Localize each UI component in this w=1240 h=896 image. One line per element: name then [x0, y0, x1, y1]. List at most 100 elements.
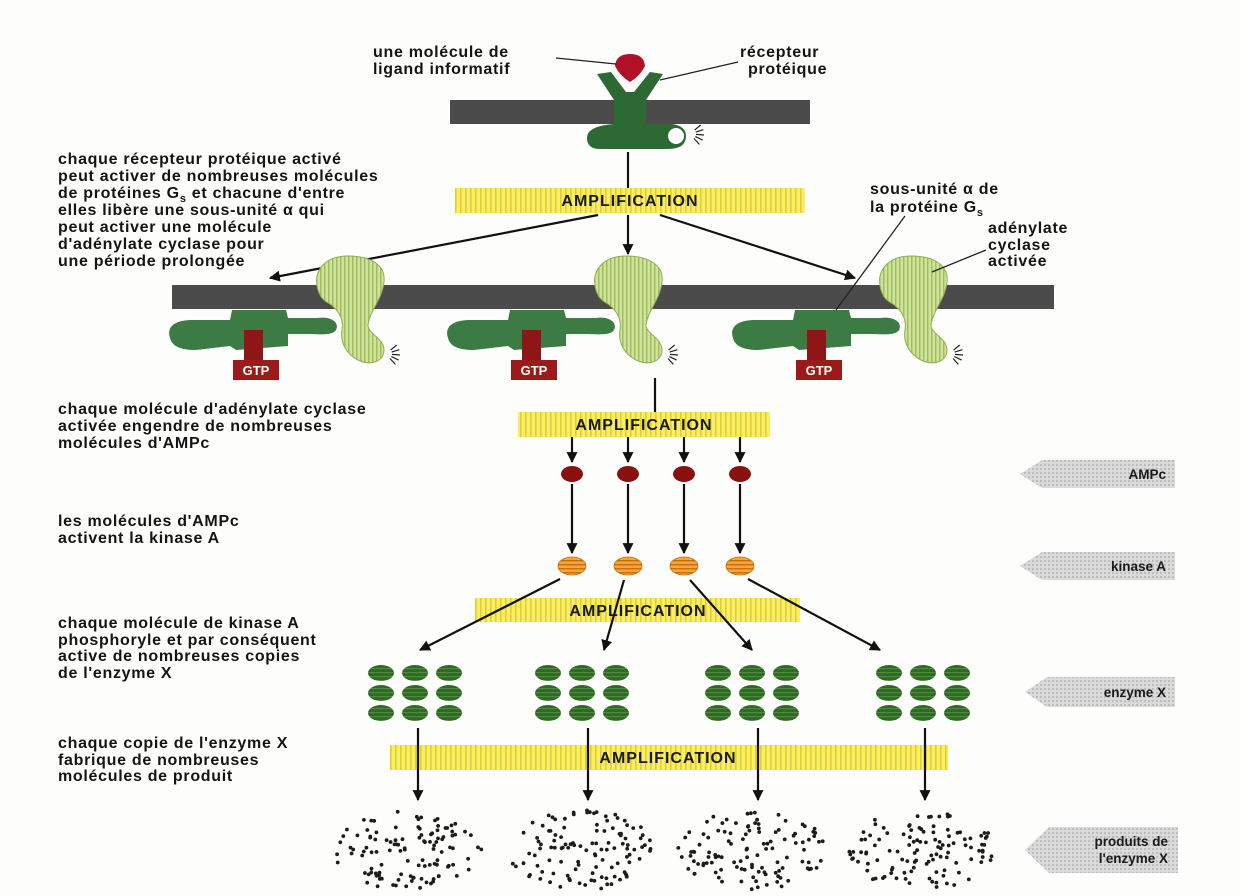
product-molecule	[612, 846, 617, 850]
product-molecule	[584, 848, 589, 853]
product-cloud	[335, 809, 484, 890]
product-molecule	[431, 847, 436, 851]
activation-ray	[695, 129, 704, 133]
product-molecule	[627, 860, 632, 865]
product-molecule	[398, 849, 403, 853]
product-molecule	[776, 812, 781, 817]
product-molecule	[934, 870, 939, 874]
step-2-line: chaque molécule d'adénylate cyclase	[58, 401, 366, 418]
product-molecule	[763, 872, 768, 877]
side-label-ampc-text: AMPc	[1128, 467, 1166, 482]
product-molecule	[435, 858, 440, 863]
product-molecule	[348, 845, 353, 850]
amplification-banner-2: AMPLIFICATION	[518, 412, 770, 437]
product-molecule	[588, 810, 592, 814]
product-molecule	[594, 865, 598, 869]
enzyme-x-molecule	[705, 665, 731, 681]
step-3-line: les molécules d'AMPc	[58, 513, 239, 530]
product-molecule	[436, 836, 440, 841]
enzyme-x-molecule	[603, 705, 629, 721]
product-molecule	[859, 837, 864, 842]
product-molecule	[944, 855, 949, 860]
product-molecule	[394, 883, 398, 888]
product-molecule	[625, 823, 629, 827]
product-molecule	[905, 859, 910, 863]
product-molecule	[445, 826, 450, 830]
product-molecule	[755, 885, 760, 890]
amplification-banner-1: AMPLIFICATION	[455, 188, 805, 213]
activation-ray	[391, 356, 399, 361]
product-molecule	[510, 861, 515, 866]
product-molecule	[391, 883, 395, 887]
product-molecule	[528, 873, 532, 877]
product-molecule	[806, 860, 811, 865]
product-molecule	[417, 835, 422, 840]
activation-ray	[952, 358, 959, 365]
product-molecule	[871, 877, 875, 882]
step-4-line: active de nombreuses copies	[58, 648, 300, 665]
product-molecule	[946, 850, 950, 855]
product-molecule	[625, 843, 630, 847]
product-molecule	[927, 876, 932, 881]
product-molecule	[610, 826, 615, 830]
product-molecule	[538, 877, 543, 881]
kinase-a-molecule	[669, 556, 699, 576]
product-molecule	[917, 826, 922, 830]
product-molecule	[750, 862, 754, 867]
product-molecule	[895, 849, 900, 854]
side-label-kinase-text: kinase A	[1111, 559, 1166, 574]
product-molecule	[577, 881, 582, 886]
side-label-enzyme-text: enzyme X	[1104, 685, 1166, 700]
product-molecule	[430, 831, 435, 836]
product-molecule	[749, 887, 754, 892]
product-molecule	[388, 840, 393, 844]
alpha-subunit-label-line2: la protéine Gs	[870, 199, 984, 219]
product-molecule	[688, 854, 693, 858]
product-molecule	[625, 846, 630, 851]
alpha-subunit-pointer-line	[835, 215, 906, 311]
product-molecule	[434, 840, 439, 844]
kinase-arrow-4	[747, 578, 881, 651]
amplification-label-2: AMPLIFICATION	[575, 417, 712, 434]
product-molecule	[446, 863, 451, 868]
product-molecule	[605, 882, 610, 887]
product-molecule	[820, 839, 825, 844]
product-molecule	[411, 875, 416, 880]
product-molecule	[571, 810, 576, 815]
product-molecule	[969, 857, 974, 862]
product-molecule	[934, 880, 939, 885]
product-molecule	[744, 847, 749, 852]
product-molecule	[540, 823, 545, 828]
enzyme-x-molecule	[603, 665, 629, 681]
product-molecule	[631, 826, 636, 830]
enzyme-x-molecule	[773, 665, 799, 681]
activation-ray	[669, 356, 677, 361]
activation-ray	[954, 356, 962, 361]
product-molecule	[732, 860, 736, 865]
product-molecule	[868, 833, 872, 838]
product-molecule	[739, 867, 744, 871]
product-molecule	[957, 870, 961, 875]
product-molecule	[873, 817, 877, 822]
product-molecule	[814, 866, 819, 870]
product-molecule	[948, 814, 952, 818]
side-label-ampc: AMPc	[1020, 460, 1175, 488]
product-molecule	[749, 811, 753, 816]
product-molecule	[527, 851, 532, 856]
product-molecule	[479, 847, 484, 852]
product-molecule	[738, 859, 743, 863]
enzyme-x-molecule	[739, 665, 765, 681]
side-label-arrow-shape	[1020, 460, 1175, 488]
product-molecule	[594, 828, 599, 833]
enzyme-x-molecule	[876, 665, 902, 681]
step-4-description: chaque molécule de kinase A phosphoryle …	[58, 615, 316, 682]
product-molecule	[756, 826, 761, 831]
product-molecule	[375, 884, 380, 889]
step-1-line: chaque récepteur protéique activé	[58, 151, 342, 168]
product-molecule	[760, 865, 764, 870]
gtp-label: GTP	[806, 363, 833, 378]
enzyme-x-molecule	[368, 665, 394, 681]
product-molecule	[764, 883, 769, 887]
product-molecule	[595, 822, 599, 827]
product-molecule	[373, 837, 378, 842]
